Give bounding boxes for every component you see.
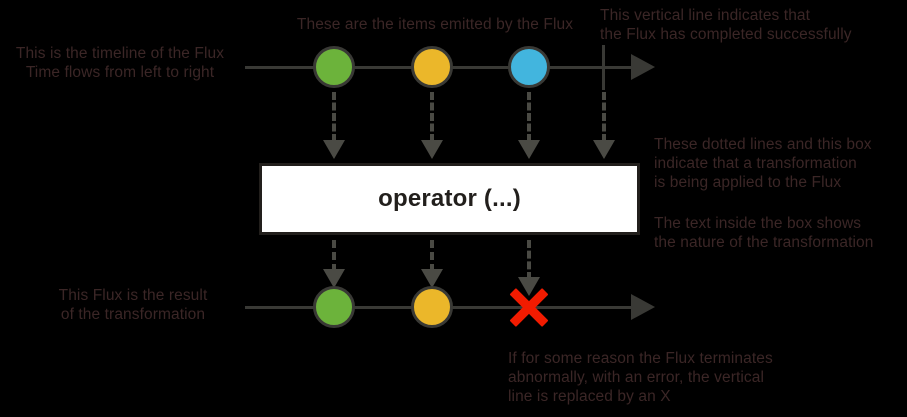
marble-green-2[interactable] xyxy=(313,286,355,328)
annotation-box-text-meaning: The text inside the box shows the nature… xyxy=(654,215,874,251)
source-timeline-arrowhead xyxy=(631,54,655,80)
marble-yellow-1[interactable] xyxy=(411,46,453,88)
dotted-connector-7 xyxy=(527,240,531,280)
dotted-arrowhead-2 xyxy=(421,140,443,159)
dotted-arrowhead-6 xyxy=(421,269,443,288)
annotation-result-timeline: This Flux is the result of the transform… xyxy=(58,287,208,323)
dotted-arrowhead-4 xyxy=(593,140,615,159)
dotted-connector-4 xyxy=(602,92,606,142)
dotted-connector-1 xyxy=(332,92,336,142)
dotted-arrowhead-3 xyxy=(518,140,540,159)
marble-yellow-2[interactable] xyxy=(411,286,453,328)
dotted-connector-5 xyxy=(332,240,336,272)
completion-bar xyxy=(602,45,605,90)
dotted-arrowhead-7 xyxy=(518,277,540,296)
annotation-completion: This vertical line indicates that the Fl… xyxy=(600,7,852,43)
marble-green-1[interactable] xyxy=(313,46,355,88)
annotation-source-timeline: This is the timeline of the Flux Time fl… xyxy=(15,45,225,81)
dotted-connector-2 xyxy=(430,92,434,142)
error-x-icon xyxy=(506,284,552,330)
dotted-connector-6 xyxy=(430,240,434,272)
annotation-transformation: These dotted lines and this box indicate… xyxy=(654,136,872,191)
operator-box[interactable]: operator (...) xyxy=(259,163,640,235)
result-timeline-arrowhead xyxy=(631,294,655,320)
operator-label: operator (...) xyxy=(378,185,521,212)
dotted-arrowhead-5 xyxy=(323,269,345,288)
dotted-arrowhead-1 xyxy=(323,140,345,159)
annotation-error: If for some reason the Flux terminates a… xyxy=(508,350,773,405)
marble-blue-1[interactable] xyxy=(508,46,550,88)
annotation-emitted-items: These are the items emitted by the Flux xyxy=(296,16,574,33)
dotted-connector-3 xyxy=(527,92,531,142)
